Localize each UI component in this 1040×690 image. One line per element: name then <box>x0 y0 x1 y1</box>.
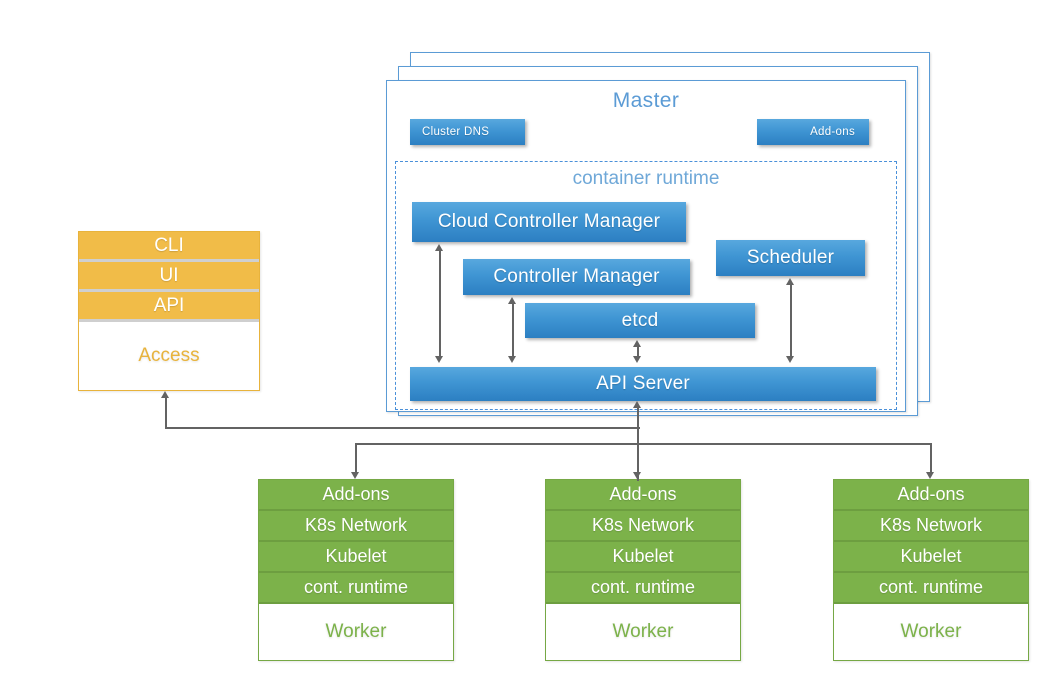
component-controller-manager[interactable]: Controller Manager <box>463 259 690 295</box>
component-controller-manager-label: Controller Manager <box>493 266 660 287</box>
component-scheduler[interactable]: Scheduler <box>716 240 865 276</box>
worker-1-bar-add-ons-label: Add-ons <box>322 484 390 504</box>
worker-1-bar-k8s-network-label: K8s Network <box>304 515 408 535</box>
worker-2-bar-kubelet-label: Kubelet <box>612 546 674 566</box>
component-cloud-controller-manager-label: Cloud Controller Manager <box>437 211 661 232</box>
component-scheduler-label: Scheduler <box>746 247 835 268</box>
worker-3-bar-cont-runtime-label: cont. runtime <box>878 577 984 597</box>
access-bar-ui[interactable]: UI <box>79 262 259 292</box>
container-runtime-box: container runtime <box>395 161 897 410</box>
badge-add-ons-label: Add-ons <box>810 126 855 138</box>
worker-3-bar-cont-runtime[interactable]: cont. runtime <box>834 573 1028 604</box>
worker-1-bar-k8s-network[interactable]: K8s Network <box>259 511 453 542</box>
arrow-api-server-up <box>633 401 641 408</box>
container-runtime-title: container runtime <box>572 168 720 189</box>
worker-1-bar-add-ons[interactable]: Add-ons <box>259 480 453 511</box>
arrow-worker-2-down <box>633 472 641 479</box>
connector-worker-3-drop <box>930 443 932 474</box>
worker-3-bar-add-ons-label: Add-ons <box>897 484 965 504</box>
worker-1-bar-kubelet[interactable]: Kubelet <box>259 542 453 573</box>
worker-2-footer-label: Worker <box>546 604 740 660</box>
arrow-cloud-cm-up <box>435 244 443 251</box>
arrow-worker-3-down <box>926 472 934 479</box>
worker-node-2[interactable]: Add-ons K8s Network Kubelet cont. runtim… <box>545 479 741 661</box>
access-bar-ui-label: UI <box>159 264 179 286</box>
worker-2-bar-cont-runtime-label: cont. runtime <box>590 577 696 597</box>
arrow-worker-1-down <box>351 472 359 479</box>
worker-2-bar-kubelet[interactable]: Kubelet <box>546 542 740 573</box>
connector-access-to-api <box>165 427 640 429</box>
arrow-scheduler-up <box>786 278 794 285</box>
worker-2-bar-cont-runtime[interactable]: cont. runtime <box>546 573 740 604</box>
access-bar-cli-label: CLI <box>154 234 184 256</box>
arrow-scheduler-down <box>786 356 794 363</box>
arrow-controller-mgr-line <box>512 304 514 356</box>
worker-2-bar-add-ons-label: Add-ons <box>609 484 677 504</box>
worker-node-1[interactable]: Add-ons K8s Network Kubelet cont. runtim… <box>258 479 454 661</box>
worker-3-bar-kubelet[interactable]: Kubelet <box>834 542 1028 573</box>
badge-add-ons[interactable]: Add-ons <box>757 119 869 145</box>
worker-1-bar-cont-runtime[interactable]: cont. runtime <box>259 573 453 604</box>
arrow-access-up <box>161 391 169 398</box>
access-bar-cli[interactable]: CLI <box>79 232 259 262</box>
arrow-cloud-cm-down <box>435 356 443 363</box>
arrow-etcd-line <box>637 347 639 356</box>
worker-1-bar-kubelet-label: Kubelet <box>325 546 387 566</box>
worker-1-bar-cont-runtime-label: cont. runtime <box>303 577 409 597</box>
connector-worker-1-drop <box>355 443 357 474</box>
worker-3-bar-kubelet-label: Kubelet <box>900 546 962 566</box>
worker-3-bar-k8s-network-label: K8s Network <box>879 515 983 535</box>
access-panel[interactable]: CLI UI API Access <box>78 231 260 391</box>
arrow-cloud-cm-line <box>439 251 441 356</box>
component-etcd-label: etcd <box>621 309 659 331</box>
arrow-controller-mgr-up <box>508 297 516 304</box>
worker-3-bar-k8s-network[interactable]: K8s Network <box>834 511 1028 542</box>
badge-cluster-dns-label: Cluster DNS <box>422 126 490 138</box>
master-title: Master <box>612 89 680 112</box>
worker-3-bar-add-ons[interactable]: Add-ons <box>834 480 1028 511</box>
worker-2-bar-k8s-network[interactable]: K8s Network <box>546 511 740 542</box>
component-api-server-label: API Server <box>596 373 690 394</box>
arrow-controller-mgr-down <box>508 356 516 363</box>
worker-3-footer-label: Worker <box>834 604 1028 660</box>
access-bar-api[interactable]: API <box>79 292 259 322</box>
component-cloud-controller-manager[interactable]: Cloud Controller Manager <box>412 202 686 242</box>
arrow-etcd-up <box>633 340 641 347</box>
worker-1-footer-label: Worker <box>259 604 453 660</box>
worker-node-3[interactable]: Add-ons K8s Network Kubelet cont. runtim… <box>833 479 1029 661</box>
arrow-scheduler-line <box>790 285 792 356</box>
worker-2-bar-k8s-network-label: K8s Network <box>591 515 695 535</box>
component-api-server[interactable]: API Server <box>410 367 876 401</box>
worker-2-bar-add-ons[interactable]: Add-ons <box>546 480 740 511</box>
connector-worker-bus <box>355 443 931 445</box>
access-footer-label: Access <box>79 322 259 389</box>
component-etcd[interactable]: etcd <box>525 303 755 338</box>
badge-cluster-dns[interactable]: Cluster DNS <box>410 119 525 145</box>
access-bar-api-label: API <box>153 294 185 316</box>
connector-access-riser <box>165 398 167 428</box>
arrow-etcd-down <box>633 356 641 363</box>
